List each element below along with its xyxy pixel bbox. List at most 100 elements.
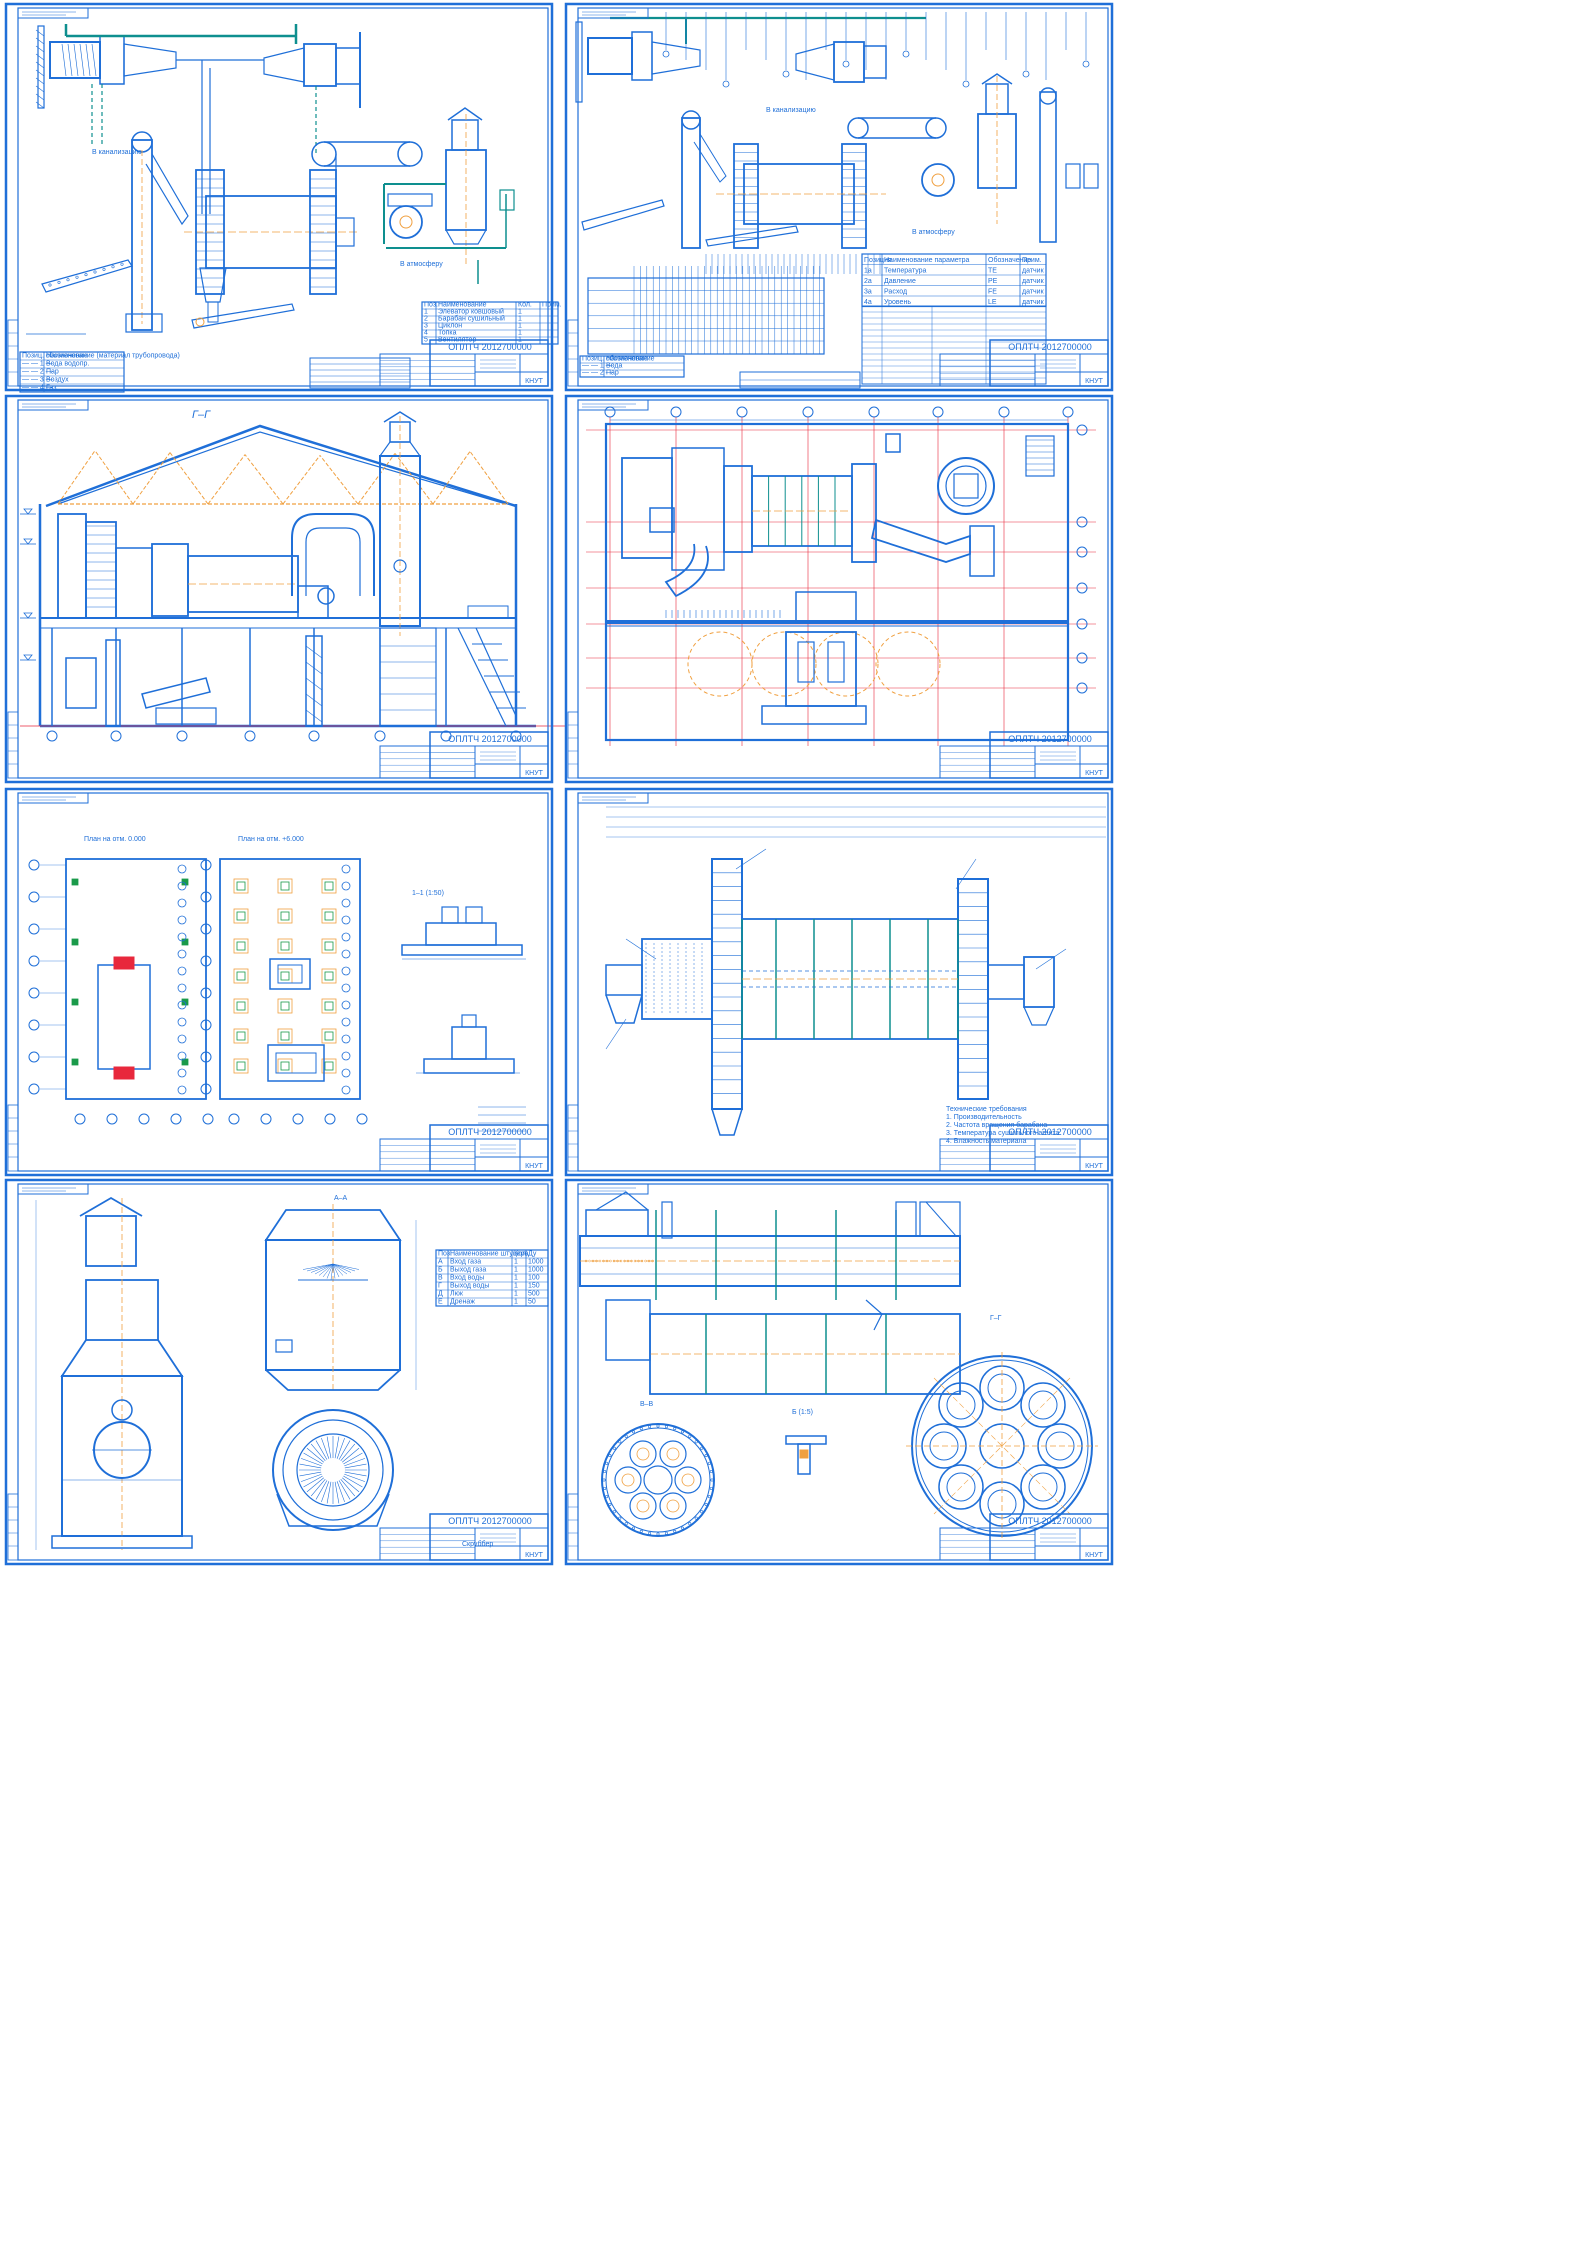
table-cell: 1 — [514, 1259, 518, 1266]
note-drain: В канализацию — [766, 107, 816, 114]
table-cell: Уровень — [884, 299, 911, 306]
corner-stamp — [17, 792, 89, 804]
binding-strip — [7, 319, 19, 387]
table-cell: 1 — [518, 309, 522, 316]
tech-note: 1. Производительность — [946, 1114, 1022, 1121]
table-cell: 100 — [528, 1275, 540, 1282]
table-header: Позиция — [864, 257, 892, 264]
instrument-list — [861, 305, 1047, 385]
table-cell: Вода водопр. — [46, 361, 89, 368]
table-cell: 1 — [514, 1267, 518, 1274]
legend-table: Позиц. обозначение— — 1 —— — 2 —— — 3 ——… — [19, 351, 180, 393]
table-cell: датчик — [1022, 278, 1045, 285]
table-cell: 3 — [424, 323, 428, 330]
table-cell: Вход газа — [450, 1259, 481, 1266]
table-cell: датчик — [1022, 299, 1045, 306]
table-cell: — — 1 — — [22, 361, 53, 368]
binding-strip — [7, 711, 19, 779]
section-label-gg: Г–Г — [990, 1315, 1002, 1322]
corner-stamp — [577, 1183, 649, 1195]
table-cell: Барабан сушильный — [438, 315, 505, 323]
tech-note: 4. Влажность материала — [946, 1138, 1027, 1145]
tech-note: 3. Температура сушильного агента — [946, 1130, 1060, 1137]
binding-strip — [7, 1493, 19, 1561]
binding-strip — [7, 1104, 19, 1172]
binding-strip — [567, 1104, 579, 1172]
table-cell: — — 3 — — [22, 377, 53, 384]
section-title: А–А — [334, 1195, 348, 1202]
table-header: Кол. — [518, 302, 532, 309]
section-label-vv: В–В — [640, 1401, 654, 1408]
drawing-code: ОПЛТЧ 2012700000 — [1008, 342, 1091, 352]
table-cell: 3а — [864, 289, 872, 296]
note-drain: В канализацию — [92, 149, 142, 156]
table-header: Позиц. обозначение — [22, 352, 88, 360]
table-cell: Давление — [884, 278, 916, 285]
table-cell: 1а — [864, 268, 872, 275]
drawing-code: ОПЛТЧ 2012700000 — [1008, 1127, 1091, 1137]
organization: КНУТ — [525, 1163, 544, 1170]
table-cell: Д — [438, 1291, 443, 1298]
drawing-code: ОПЛТЧ 2012700000 — [448, 342, 531, 352]
table-cell: 1 — [514, 1291, 518, 1298]
organization: КНУТ — [525, 770, 544, 777]
organization: КНУТ — [1085, 1163, 1104, 1170]
table-cell: — — 4 — — [22, 385, 53, 392]
table-header: Наименование — [606, 356, 655, 363]
binding-strip — [567, 319, 579, 387]
table-cell: 4 — [424, 330, 428, 337]
organization: КНУТ — [1085, 770, 1104, 777]
table-cell: 1 — [514, 1283, 518, 1290]
table-cell: 1 — [518, 316, 522, 323]
note-atmosphere: В атмосферу — [400, 261, 443, 268]
table-header: Наименование штуцера — [450, 1251, 529, 1258]
table-cell: Элеватор ковшовый — [438, 308, 504, 316]
table-cell: 2а — [864, 278, 872, 285]
table-header: Прим. — [1022, 257, 1042, 264]
binding-strip — [567, 711, 579, 779]
table-cell: 50 — [528, 1299, 536, 1306]
table-cell: FЕ — [988, 289, 997, 296]
table-cell: 1 — [514, 1299, 518, 1306]
table-cell: Вход воды — [450, 1275, 484, 1282]
table-cell: — — 2 — — [582, 370, 613, 377]
table-cell: Циклон — [438, 323, 462, 330]
table-header: Наименование — [438, 302, 487, 309]
note-atmosphere: В атмосферу — [912, 229, 955, 236]
table-cell: 1000 — [528, 1267, 544, 1274]
table-cell: 1000 — [528, 1259, 544, 1266]
drawing-code: ОПЛТЧ 2012700000 — [448, 1127, 531, 1137]
binding-strip — [567, 1493, 579, 1561]
table-cell: Е — [438, 1299, 443, 1306]
table-cell: Пар — [606, 370, 619, 377]
corner-stamp — [577, 7, 649, 19]
drawing-code: ОПЛТЧ 2012700000 — [448, 1516, 531, 1526]
table-cell: 500 — [528, 1291, 540, 1298]
table-cell: Вода — [606, 363, 622, 370]
organization: КНУТ — [525, 1552, 544, 1559]
table-header: Поз. — [424, 302, 438, 309]
table-cell: Температура — [884, 268, 927, 275]
plan-title-2: План на отм. +6.000 — [238, 836, 304, 843]
table-cell: Выход воды — [450, 1283, 489, 1290]
organization: КНУТ — [1085, 378, 1104, 385]
section-title: 1–1 (1:50) — [412, 890, 444, 897]
bottom-table — [739, 371, 861, 389]
section-title: Г–Г — [192, 409, 211, 421]
drawing-code: ОПЛТЧ 2012700000 — [448, 734, 531, 744]
table-cell: 5 — [424, 337, 428, 344]
table-header: Позиц. обозначение — [582, 355, 648, 363]
drawing-code: ОПЛТЧ 2012700000 — [1008, 734, 1091, 744]
table-cell: Пар — [46, 369, 59, 376]
